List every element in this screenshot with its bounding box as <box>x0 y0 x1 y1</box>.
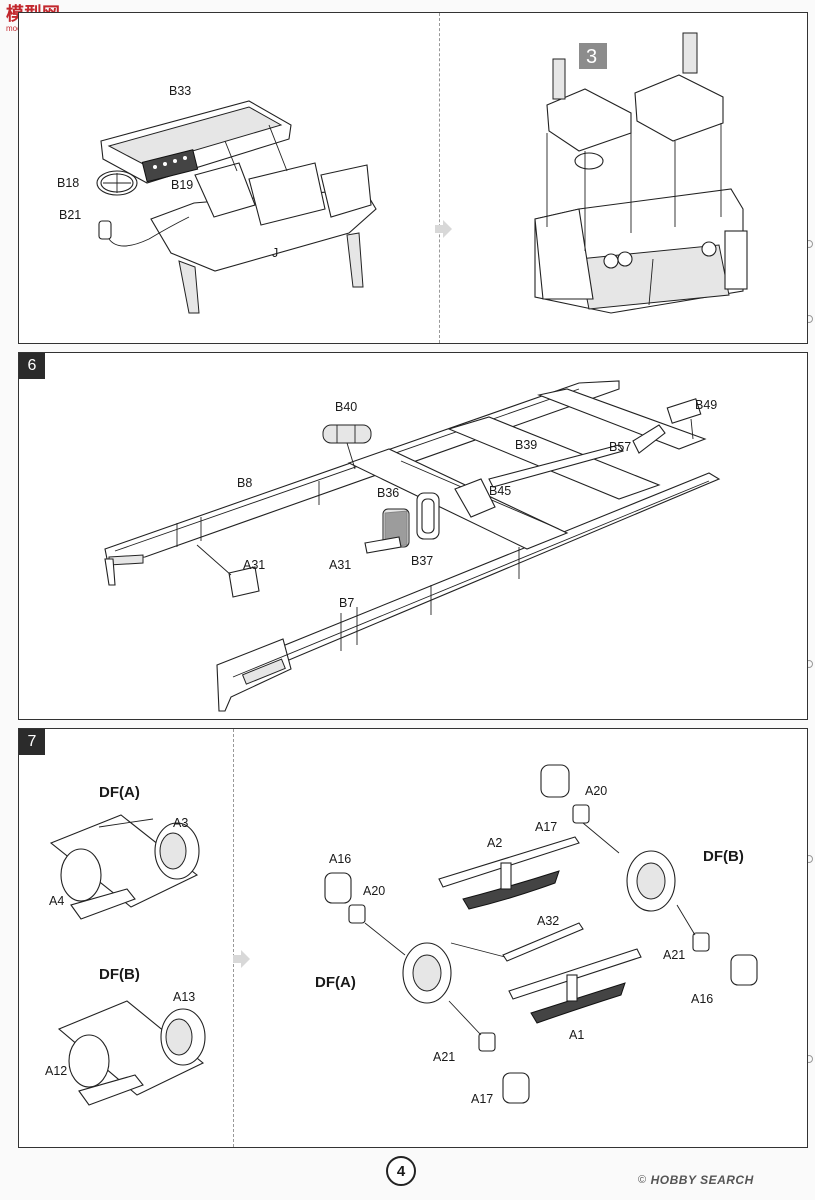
label-b57: B57 <box>609 440 631 454</box>
step-number-7: 7 <box>19 729 45 755</box>
label-dfa-title: DF(A) <box>99 784 140 801</box>
cab-floor-part <box>150 124 377 314</box>
label-a17-bottom: A17 <box>471 1092 493 1106</box>
fuel-tank-part <box>322 424 372 470</box>
label-a20-left: A20 <box>363 884 385 898</box>
rear-bracket-part <box>666 398 702 440</box>
frame-rail-b7 <box>216 472 721 712</box>
label-b36: B36 <box>377 486 399 500</box>
frame-posts <box>176 481 520 651</box>
label-dfb-main: DF(B) <box>703 848 744 865</box>
label-a21-bottom: A21 <box>433 1050 455 1064</box>
label-a17-top: A17 <box>535 820 557 834</box>
frame-rail-b8 <box>104 380 620 586</box>
step-7-panel: 7 DF(A) A3 A4 DF(B) A13 A12 <box>18 728 808 1148</box>
step-6-illustration: B40 B49 B39 B57 B8 B36 B45 A31 A31 B37 B… <box>104 380 721 712</box>
label-b33: B33 <box>169 84 191 98</box>
step-number-6: 6 <box>19 353 45 379</box>
label-a16-right: A16 <box>691 992 713 1006</box>
label-a2: A2 <box>487 836 502 850</box>
copyright-symbol: © <box>638 1174 647 1186</box>
step-divider <box>233 729 234 1147</box>
dashboard-part <box>100 100 292 184</box>
label-b40: B40 <box>335 400 357 414</box>
label-b45: B45 <box>489 484 511 498</box>
label-b37: B37 <box>411 554 433 568</box>
label-b39: B39 <box>515 438 537 452</box>
step-divider <box>439 13 440 343</box>
label-a31-upper: A31 <box>329 558 351 572</box>
reference-step-box <box>579 43 607 69</box>
next-arrow-icon <box>435 220 452 238</box>
brand-name: HOBBY SEARCH <box>650 1173 754 1187</box>
cab-assembly <box>534 32 748 314</box>
step-7-illustration: DF(A) A3 A4 DF(B) A13 A12 <box>45 764 758 1106</box>
label-a4: A4 <box>49 894 64 908</box>
bracket-b45 <box>454 478 496 518</box>
next-arrow-icon <box>233 950 250 968</box>
spacer-a31-lower <box>196 544 260 598</box>
steering-column-part <box>98 216 190 247</box>
source-watermark: © HOBBY SEARCH <box>638 1170 808 1190</box>
label-b8: B8 <box>237 476 252 490</box>
differential-b-subassembly <box>57 1000 206 1106</box>
label-b7: B7 <box>339 596 354 610</box>
spacer-a31-upper <box>364 536 402 554</box>
label-a1: A1 <box>569 1028 584 1042</box>
label-a32: A32 <box>537 914 559 928</box>
label-reference-step: 3 <box>586 46 597 68</box>
label-b21: B21 <box>59 208 81 222</box>
label-b49: B49 <box>695 398 717 412</box>
label-a31-lower: A31 <box>243 558 265 572</box>
step-5-panel: B33 B18 B19 B21 J 3 <box>18 12 808 344</box>
label-a20-top: A20 <box>585 784 607 798</box>
label-j: J <box>272 246 278 260</box>
label-a16-left: A16 <box>329 852 351 866</box>
label-dfa-main: DF(A) <box>315 974 356 991</box>
label-a13: A13 <box>173 990 195 1004</box>
page-number: 4 <box>386 1156 416 1186</box>
differential-a-subassembly <box>49 814 200 920</box>
bar-b39 <box>488 444 624 488</box>
steering-wheel-part <box>96 170 138 196</box>
label-b18: B18 <box>57 176 79 190</box>
bracket-b57 <box>632 424 666 454</box>
step-5-illustration: B33 B18 B19 B21 J 3 <box>57 32 748 314</box>
label-a12: A12 <box>45 1064 67 1078</box>
label-b19: B19 <box>171 178 193 192</box>
step-6-panel: 6 <box>18 352 808 720</box>
label-dfb-title: DF(B) <box>99 966 140 983</box>
label-a3: A3 <box>173 816 188 830</box>
label-a21-right: A21 <box>663 948 685 962</box>
axle-assembly <box>324 764 758 1104</box>
